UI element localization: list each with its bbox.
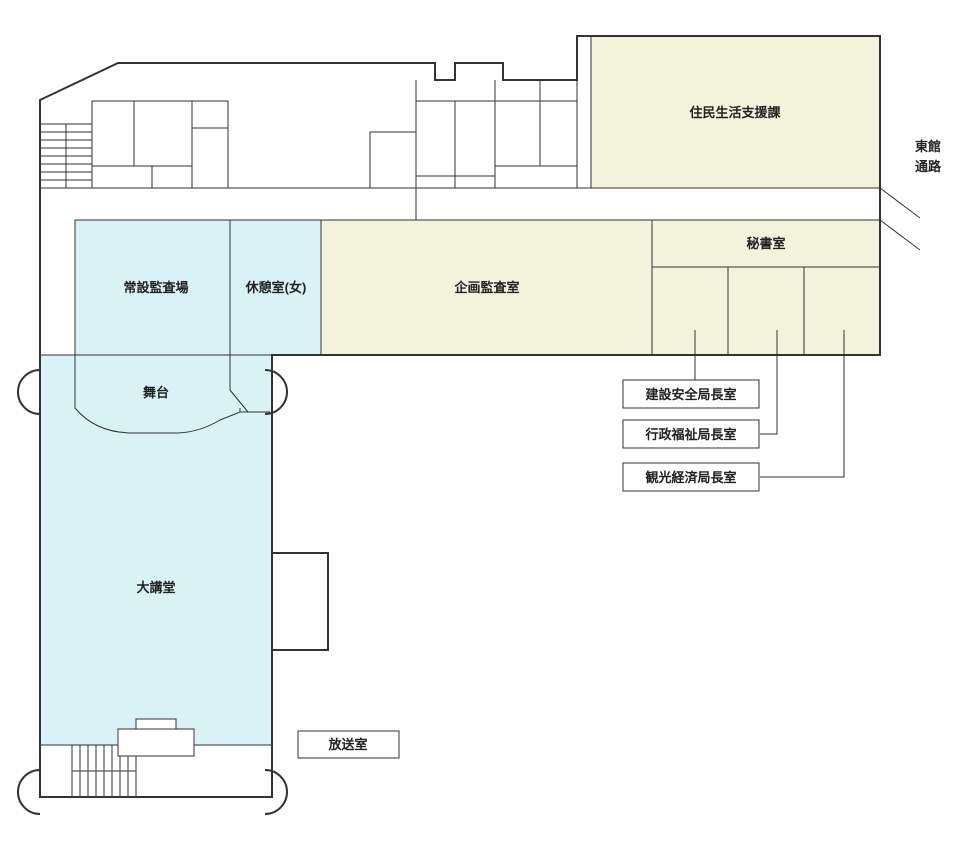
permanent-audit-room[interactable] xyxy=(74,219,231,356)
top-middle-rooms xyxy=(369,36,592,189)
label-east-corridor-2: 通路 xyxy=(915,159,942,174)
top-left-stairs xyxy=(39,123,93,189)
label-planning-audit: 企画監査室 xyxy=(453,280,519,295)
label-tourism-economy: 観光経済局長室 xyxy=(644,470,736,485)
label-secretary: 秘書室 xyxy=(746,236,785,251)
label-permanent-audit: 常設監査場 xyxy=(123,280,188,295)
east-exit-line-2 xyxy=(879,219,921,251)
resident-support-room[interactable] xyxy=(590,35,881,189)
callout-leaders xyxy=(694,330,845,478)
callout-box-tourism xyxy=(622,462,760,492)
label-main-hall: 大講堂 xyxy=(136,580,175,595)
callout-box-welfare xyxy=(622,419,760,449)
label-rest-room: 休憩室(女) xyxy=(245,280,307,295)
east-exit-line-1 xyxy=(879,187,921,219)
rest-room-women[interactable] xyxy=(229,219,322,356)
top-left-rooms xyxy=(91,100,229,189)
label-broadcast: 放送室 xyxy=(327,737,367,752)
label-administration-welfare: 行政福祉局長室 xyxy=(644,427,736,442)
callout-box-construction xyxy=(622,379,760,409)
bottom-right-bay xyxy=(264,769,288,815)
bottom-left-bay xyxy=(17,769,41,815)
stage-left-bay xyxy=(17,369,41,415)
secretary-subrooms xyxy=(652,266,880,355)
stage-right-bay xyxy=(264,369,288,415)
label-east-corridor-1: 東館 xyxy=(915,139,941,154)
hall-annex xyxy=(272,552,329,651)
stage-area xyxy=(74,355,270,434)
label-stage: 舞台 xyxy=(142,385,169,400)
label-construction-safety: 建設安全局長室 xyxy=(645,387,736,402)
planning-audit-room[interactable] xyxy=(320,219,653,356)
label-resident-support: 住民生活支援課 xyxy=(689,105,781,120)
broadcast-box[interactable] xyxy=(297,730,400,759)
hall-bottom-stairs xyxy=(40,718,272,798)
